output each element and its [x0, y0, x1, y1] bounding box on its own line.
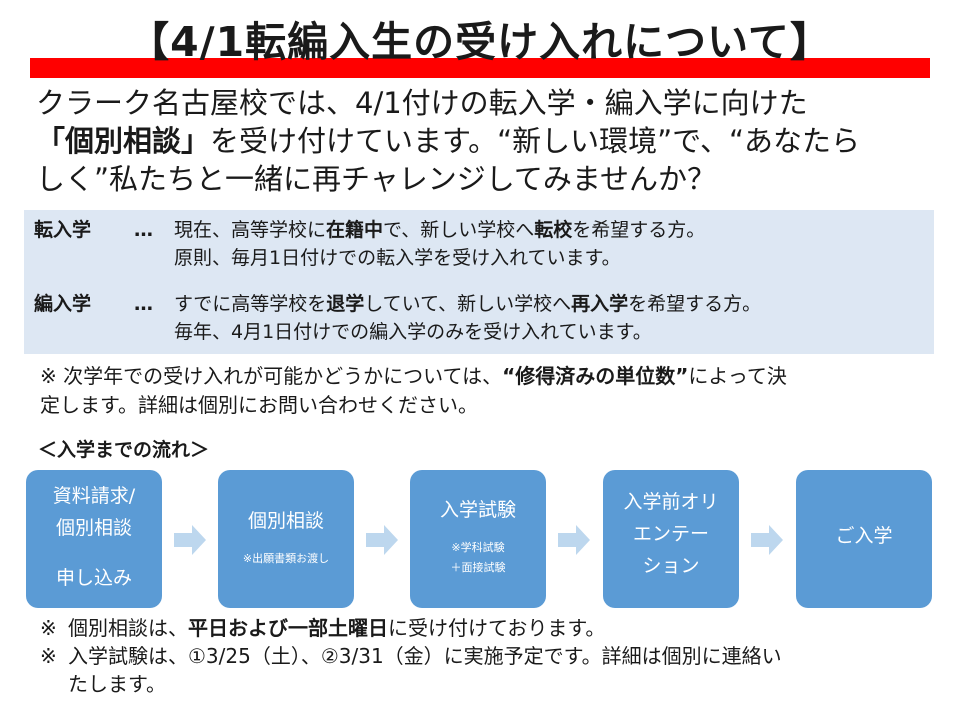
text-segment: すでに高等学校を — [174, 293, 327, 315]
intro-paragraph: クラーク名古屋校では、4/1付けの転入学・編入学に向けた 「個別相談」を受け付け… — [36, 84, 952, 198]
note-exam-dates: ※ 入学試験は、①3/25（土）、②3/31（金）に実施予定です。詳細は個別に連絡… — [40, 642, 955, 670]
definition-ellipsis: … — [134, 293, 153, 315]
intro-line-1: クラーク名古屋校では、4/1付けの転入学・編入学に向けた — [36, 86, 808, 120]
flow-step-exam: 入学試験 ※学科試験 ＋面接試験 — [410, 470, 546, 608]
text-segment: たします。 — [68, 672, 166, 696]
emphasis-weekdays: 平日および一部土曜日 — [188, 616, 388, 640]
intro-line-3: しく”私たちと一緒に再チャレンジしてみませんか？ — [36, 162, 716, 196]
definition-reenroll-line-1: すでに高等学校を退学していて、新しい学校へ再入学を希望する方。 — [174, 290, 924, 318]
step-label: 入学前オリ — [623, 491, 719, 513]
right-arrow-icon — [366, 525, 398, 555]
title-underline-bar — [30, 58, 930, 78]
note-mark: ※ — [40, 616, 57, 640]
definition-reenroll-line-2: 毎年、4月1日付けでの編入学のみを受け入れています。 — [174, 321, 652, 343]
text-segment: 現在、高等学校に — [174, 219, 327, 241]
step-label: 個別相談 — [55, 517, 132, 539]
definition-transfer-line-2: 原則、毎月1日付けでの転入学を受け入れています。 — [174, 247, 621, 269]
emphasis-credits: “修得済みの単位数” — [502, 364, 689, 388]
step-label: 申し込み — [55, 567, 132, 589]
flow-heading: ＜入学までの流れ＞ — [38, 439, 210, 461]
flow-step-orientation: 入学前オリ エンテー ション — [603, 470, 739, 608]
definition-transfer-line-1: 現在、高等学校に在籍中で、新しい学校へ転校を希望する方。 — [174, 216, 924, 244]
definitions-box: 転入学 … 現在、高等学校に在籍中で、新しい学校へ転校を希望する方。 原則、毎月… — [24, 210, 934, 354]
definition-term-transfer: 転入学 — [34, 219, 92, 241]
step-sublabel: ※出願書類お渡し — [242, 552, 330, 565]
step-sublabel: ※学科試験 — [451, 541, 505, 554]
step-label: ご入学 — [835, 525, 893, 547]
text-segment: 個別相談は、 — [68, 616, 188, 640]
text-segment: を希望する方。 — [628, 293, 762, 315]
note-exam-dates-continued: たします。 — [40, 670, 955, 698]
definition-text-reenroll: すでに高等学校を退学していて、新しい学校へ再入学を希望する方。 毎年、4月1日付… — [174, 290, 924, 346]
right-arrow-icon — [174, 525, 206, 555]
text-segment: によって決 — [688, 364, 787, 388]
right-arrow-icon — [751, 525, 783, 555]
note-mark: ※ — [40, 644, 57, 668]
flow-step-request: 資料請求/ 個別相談 申し込み — [26, 470, 162, 608]
credits-note-line-1: ※ 次学年での受け入れが可能かどうかについては、“修得済みの単位数”によって決 — [40, 362, 940, 391]
step-label: 資料請求/ — [52, 485, 136, 507]
definition-text-transfer: 現在、高等学校に在籍中で、新しい学校へ転校を希望する方。 原則、毎月1日付けでの… — [174, 216, 924, 272]
note-consultation-days: ※ 個別相談は、平日および一部土曜日に受け付けております。 — [40, 614, 955, 642]
emphasis-withdrawn: 退学 — [326, 293, 365, 315]
text-segment: していて、新しい学校へ — [364, 293, 572, 315]
definition-term-reenroll: 編入学 — [34, 293, 92, 315]
flow-step-admission: ご入学 — [796, 470, 932, 608]
intro-line-2-rest: を受け付けています。“新しい環境”で、“あなたら — [210, 124, 861, 158]
text-segment: に受け付けております。 — [388, 616, 606, 640]
step-label: ション — [642, 555, 700, 577]
bottom-notes: ※ 個別相談は、平日および一部土曜日に受け付けております。 ※ 入学試験は、①3/2… — [40, 614, 955, 698]
definition-ellipsis: … — [134, 219, 153, 241]
text-segment: 入学試験は、①3/25（土）、②3/31（金）に実施予定です。詳細は個別に連絡い — [68, 644, 782, 668]
emphasis-enrolled: 在籍中 — [326, 219, 384, 241]
right-arrow-icon — [558, 525, 590, 555]
emphasis-transfer: 転校 — [534, 219, 573, 241]
intro-highlight-consultation: 「個別相談」 — [36, 124, 211, 158]
page-title: 【4/1転編入生の受け入れについて】 — [128, 18, 832, 66]
flow-step-consultation: 個別相談 ※出願書類お渡し — [218, 470, 354, 608]
intro-line-2: 「個別相談」を受け付けています。“新しい環境”で、“あなたら — [36, 122, 952, 160]
step-sublabel: ＋面接試験 — [450, 561, 506, 574]
text-segment: ※ 次学年での受け入れが可能かどうかについては、 — [40, 364, 503, 388]
credits-note: ※ 次学年での受け入れが可能かどうかについては、“修得済みの単位数”によって決 … — [40, 362, 940, 420]
emphasis-readmission: 再入学 — [571, 293, 629, 315]
text-segment: で、新しい学校へ — [383, 219, 535, 241]
credits-note-line-2: 定します。詳細は個別にお問い合わせください。 — [40, 393, 478, 417]
step-label: エンテー — [632, 523, 709, 545]
text-segment: を希望する方。 — [572, 219, 706, 241]
step-label: 個別相談 — [247, 510, 324, 532]
step-label: 入学試験 — [439, 499, 516, 521]
title-area: 【4/1転編入生の受け入れについて】 — [0, 10, 960, 82]
